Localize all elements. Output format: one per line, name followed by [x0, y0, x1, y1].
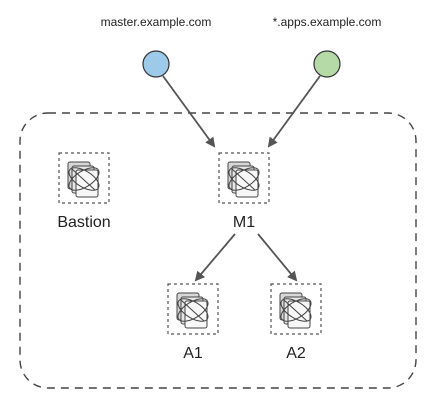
connector-apps-m1 [267, 75, 321, 148]
apps-endpoint-dot [313, 50, 341, 78]
bastion-label: Bastion [57, 214, 111, 231]
master-endpoint-dot [142, 50, 170, 78]
bastion-server-icon [58, 152, 110, 204]
a1-server-icon [167, 283, 219, 335]
m1-server-icon [218, 152, 270, 204]
endpoint-label-master: master.example.com [100, 15, 212, 29]
m1-label: M1 [232, 214, 256, 231]
a1-label: A1 [183, 345, 203, 362]
connector-m1-a1 [194, 233, 236, 282]
connector-master-m1 [162, 75, 216, 148]
endpoint-label-apps: *.apps.example.com [272, 15, 382, 29]
a2-server-icon [270, 283, 322, 335]
connector-m1-a2 [257, 233, 298, 282]
a2-label: A2 [286, 345, 306, 362]
cluster-boundary [19, 112, 417, 389]
